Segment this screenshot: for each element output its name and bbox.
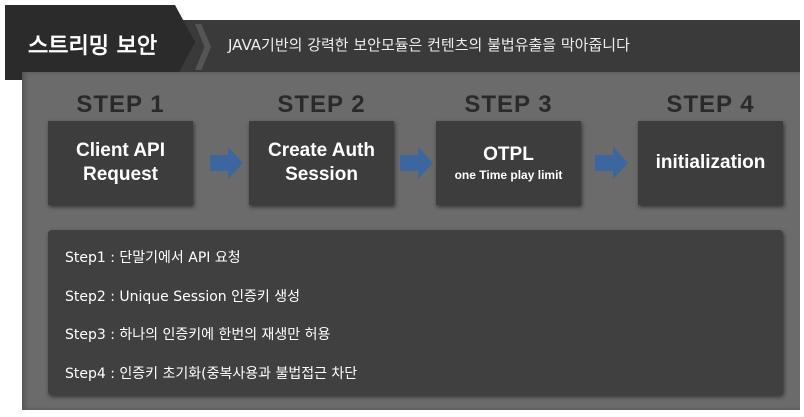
step-subtitle: one Time play limit	[454, 168, 563, 182]
step-description: Step3 : 하나의 인증키에 한번의 재생만 허용	[65, 327, 331, 343]
step-title: OTPL	[483, 144, 534, 165]
step-descriptions: Step1 : 단말기에서 API 요청 Step2 : Unique Sess…	[48, 230, 783, 395]
step-title: initialization	[655, 152, 766, 173]
step-label: STEP 2	[277, 91, 366, 118]
header-band	[175, 20, 800, 72]
step-box-client-api-request: Client API Request	[48, 121, 193, 205]
step-title-2: Request	[83, 164, 158, 185]
title-tab	[5, 5, 195, 80]
step-label: STEP 3	[464, 91, 553, 118]
page-title: 스트리밍 보안	[28, 34, 158, 59]
step-description: Step1 : 단말기에서 API 요청	[65, 250, 241, 266]
step-title-2: Session	[285, 164, 358, 185]
step-label: STEP 4	[666, 91, 755, 118]
page-subtitle: JAVA기반의 강력한 보안모듈은 컨텐츠의 불법유출을 막아줍니다	[228, 36, 630, 54]
step-box-create-auth-session: Create Auth Session	[249, 121, 394, 205]
step-title: Client API	[75, 140, 166, 161]
step-label: STEP 1	[76, 91, 165, 118]
step-box-initialization: initialization	[638, 121, 783, 205]
step-description: Step4 : 인증키 초기화(중복사용과 불법접근 차단	[65, 366, 358, 382]
step-box-otpl: OTPL one Time play limit	[436, 121, 581, 205]
step-description: Step2 : Unique Session 인증키 생성	[65, 289, 300, 305]
step-title: Create Auth	[268, 140, 375, 161]
